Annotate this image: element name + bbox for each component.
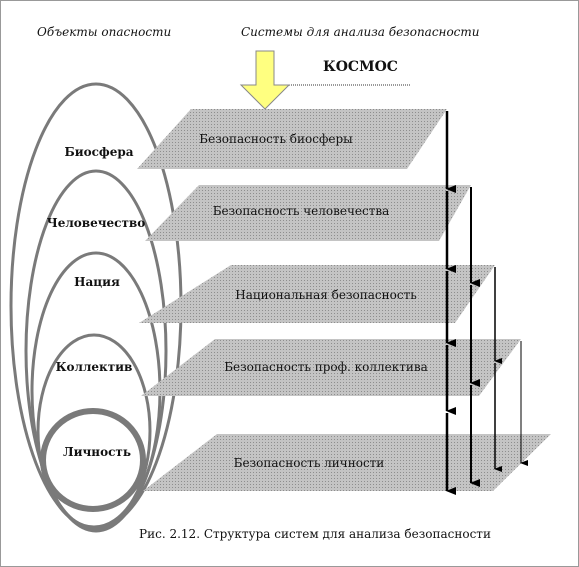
plane-label-national: Национальная безопасность xyxy=(235,288,417,302)
vertical-arrows xyxy=(445,111,528,495)
plane-label-biosphere: Безопасность биосферы xyxy=(199,132,353,146)
plane-collective xyxy=(141,339,521,396)
object-nation: Нация xyxy=(74,275,120,289)
object-personality: Личность xyxy=(63,445,131,459)
ellipse-collective xyxy=(36,333,152,529)
plane-label-collective: Безопасность проф. коллектива xyxy=(224,360,428,374)
object-humanity: Человечество xyxy=(47,216,146,230)
object-biosphere: Биосфера xyxy=(64,145,133,159)
ellipse-humanity xyxy=(24,169,168,533)
down-arrow-icon xyxy=(239,50,291,110)
cosmos-label: КОСМОС xyxy=(323,59,398,75)
figure-caption: Рис. 2.12. Структура систем для анализа … xyxy=(139,527,491,541)
plane-personality xyxy=(143,434,551,491)
header-systems: Системы для анализа безопасности xyxy=(241,25,480,39)
header-objects: Объекты опасности xyxy=(37,25,171,39)
plane-label-personality: Безопасность личности xyxy=(234,456,385,470)
plane-label-humanity: Безопасность человечества xyxy=(213,204,390,218)
plane-humanity xyxy=(145,185,471,241)
plane-biosphere xyxy=(137,109,447,169)
plane-national xyxy=(139,265,495,323)
object-collective: Коллектив xyxy=(56,360,133,374)
ellipse-personality xyxy=(40,408,146,512)
